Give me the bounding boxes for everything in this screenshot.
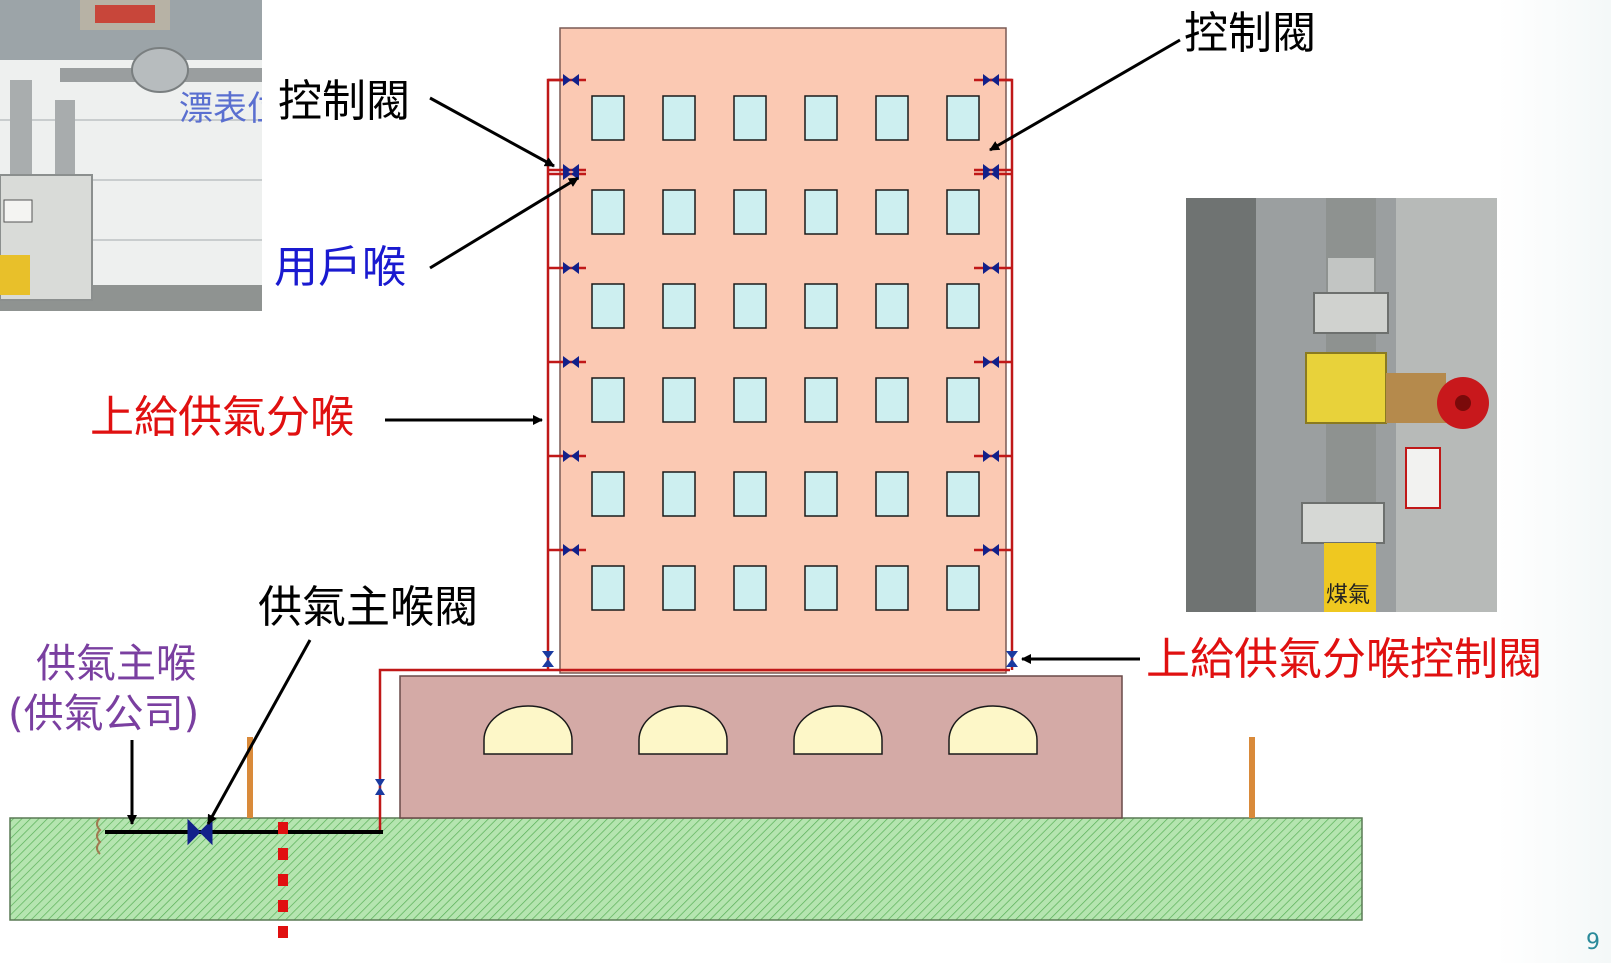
- window: [804, 189, 838, 235]
- control-valve-icon: [983, 74, 999, 86]
- window: [804, 565, 838, 611]
- window: [804, 283, 838, 329]
- window: [733, 283, 767, 329]
- ground-post-left: [247, 737, 253, 818]
- window: [946, 189, 980, 235]
- control-valve-icon: [983, 450, 999, 462]
- window: [946, 377, 980, 423]
- control-valve-icon: [983, 356, 999, 368]
- arrow-control-valve-left: [429, 96, 555, 168]
- window: [591, 471, 625, 517]
- label-control-valve-right: 控制閥: [1184, 8, 1316, 59]
- branch-valve-low-icon: [375, 779, 385, 795]
- window: [591, 189, 625, 235]
- window: [591, 95, 625, 141]
- window: [875, 565, 909, 611]
- window: [662, 189, 696, 235]
- arrow-user-riser: [429, 176, 579, 270]
- window: [946, 471, 980, 517]
- window: [591, 377, 625, 423]
- control-valve-icon: [563, 450, 579, 462]
- main-valve-icon: [187, 818, 213, 846]
- handwriting-text: 漂表位: [179, 89, 262, 129]
- riser-valve-right-icon: [1006, 651, 1018, 667]
- riser-valve-left-icon: [542, 651, 554, 667]
- window: [804, 95, 838, 141]
- window: [591, 283, 625, 329]
- window: [804, 377, 838, 423]
- arches-group: [483, 705, 1038, 755]
- building-tower: [559, 27, 1007, 674]
- podium-arch: [483, 705, 573, 755]
- window: [946, 95, 980, 141]
- control-valve-icon: [563, 74, 579, 86]
- window: [662, 95, 696, 141]
- page-number: 9: [1586, 930, 1600, 955]
- gas-valve-photo-art: 煤氣: [1186, 198, 1497, 612]
- window: [875, 471, 909, 517]
- window: [875, 189, 909, 235]
- window: [733, 471, 767, 517]
- podium-arch: [638, 705, 728, 755]
- control-valve-icon: [983, 164, 999, 176]
- control-valve-icon: [563, 356, 579, 368]
- gas-meter-photo-art: 漂表位: [0, 0, 262, 311]
- ground: [9, 817, 1363, 921]
- control-valve-icon: [983, 544, 999, 556]
- arrow-main-valve: [206, 639, 312, 825]
- podium-arch: [793, 705, 883, 755]
- window: [946, 283, 980, 329]
- arrow-control-valve-right: [989, 38, 1181, 152]
- label-supply-branch: 上給供氣分喉: [90, 392, 354, 443]
- window: [662, 377, 696, 423]
- window: [733, 189, 767, 235]
- podium-arch: [948, 705, 1038, 755]
- pipe-text: 煤氣: [1326, 583, 1370, 608]
- window: [875, 283, 909, 329]
- gas-valve-photo: 煤氣: [1186, 198, 1497, 612]
- control-valve-icon: [983, 262, 999, 274]
- label-user-riser: 用戶喉: [274, 242, 406, 293]
- ground-post-right: [1249, 737, 1255, 818]
- slide-edge-strip: [1497, 0, 1611, 963]
- supply-branch-horizontal: [378, 668, 1010, 832]
- window: [946, 565, 980, 611]
- window: [875, 95, 909, 141]
- pipe-break-symbol: [96, 817, 102, 855]
- window: [733, 377, 767, 423]
- window: [662, 283, 696, 329]
- gas-meter-photo: 漂表位: [0, 0, 262, 311]
- label-control-valve-left: 控制閥: [278, 76, 410, 127]
- user-riser-taps: [548, 74, 1012, 556]
- label-main-valve: 供氣主喉閥: [258, 582, 478, 633]
- window: [804, 471, 838, 517]
- control-valve-icon: [563, 164, 579, 176]
- window: [591, 565, 625, 611]
- window: [875, 377, 909, 423]
- control-valve-icon: [563, 544, 579, 556]
- window: [733, 565, 767, 611]
- label-branch-control-valve: 上給供氣分喉控制閥: [1146, 634, 1542, 685]
- window: [662, 471, 696, 517]
- control-valve-icon: [563, 262, 579, 274]
- label-main-pipe-company: (供氣公司): [8, 691, 200, 737]
- window: [733, 95, 767, 141]
- windows-group: [591, 95, 980, 611]
- label-main-pipe: 供氣主喉: [36, 641, 196, 687]
- window: [662, 565, 696, 611]
